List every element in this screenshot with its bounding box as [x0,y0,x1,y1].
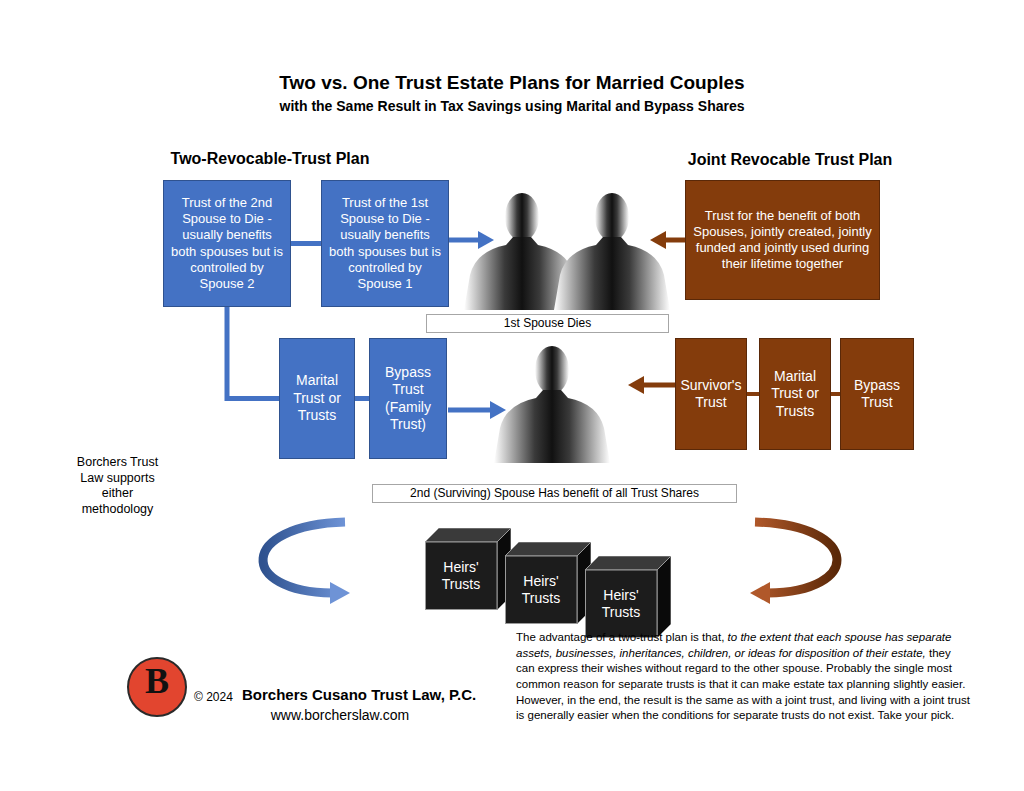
node-text: Heirs' Trusts [505,573,577,608]
logo-letter: B [137,662,177,702]
heirs-cube: Heirs' Trusts [425,528,511,610]
trust-box: Trust of the 2nd Spouse to Die - usually… [163,180,291,307]
node-text: Marital Trust or Trusts [286,372,348,425]
trust-box: Trust of the 1st Spouse to Die - usually… [321,180,449,307]
node-text: Bypass Trust [848,377,906,412]
text-wrap: Trust for the benefit of both Spouses, j… [693,208,872,273]
cube-face: Heirs' Trusts [505,556,577,624]
text-wrap: Heirs' Trusts [585,587,657,622]
cube-face: Heirs' Trusts [585,570,657,638]
stage-band: 1st Spouse Dies [426,314,669,333]
text-wrap: 2nd (Surviving) Spouse Has benefit of al… [410,486,699,501]
trust-box: Bypass Trust [840,338,914,450]
connector [355,396,369,401]
text-label: Two-Revocable-Trust Plan [150,149,390,169]
connector [831,392,840,396]
connector [747,392,759,396]
trust-box: Trust for the benefit of both Spouses, j… [685,180,880,300]
text-wrap: Trust of the 2nd Spouse to Die - usually… [170,195,284,293]
node-text: Marital Trust or Trusts [767,368,823,421]
node-text: Heirs' Trusts [425,559,497,594]
node-text: Heirs' Trusts [585,587,657,622]
trust-box: Marital Trust or Trusts [759,338,831,450]
connector [291,241,321,246]
stage-band: 2nd (Surviving) Spouse Has benefit of al… [372,484,737,503]
text-label: © 2024 [194,690,244,705]
text-label: Joint Revocable Trust Plan [660,150,920,170]
trust-box: Survivor's Trust [675,338,747,450]
text-wrap: Survivor's Trust [680,377,741,412]
text-wrap: Marital Trust or Trusts [286,372,348,425]
diagram-title: Two vs. One Trust Estate Plans for Marri… [0,72,1024,94]
explanation-paragraph: The advantage of a two-trust plan is tha… [516,630,972,724]
heirs-cube: Heirs' Trusts [585,556,671,638]
node-text: Trust for the benefit of both Spouses, j… [693,208,872,273]
text-label: Borchers Cusano Trust Law, P.C. [242,686,502,705]
heirs-cube: Heirs' Trusts [505,542,591,624]
text-label: www.borcherslaw.com [240,707,440,725]
text-wrap: Bypass Trust (Family Trust) [376,364,440,434]
paragraph-text: The advantage of a two-trust plan is tha… [516,631,724,643]
text-wrap: Heirs' Trusts [425,559,497,594]
trust-box: Bypass Trust (Family Trust) [369,338,447,459]
connector [227,307,279,399]
text-wrap: Bypass Trust [848,377,906,412]
text-wrap: Trust of the 1st Spouse to Die - usually… [328,195,442,293]
text-label: Borchers Trust Law supports either metho… [70,455,165,518]
node-text: Trust of the 2nd Spouse to Die - usually… [170,195,284,293]
cube-face: Heirs' Trusts [425,542,497,610]
node-text: Trust of the 1st Spouse to Die - usually… [328,195,442,293]
node-text: 1st Spouse Dies [504,316,591,331]
text-wrap: Heirs' Trusts [505,573,577,608]
text-wrap: 1st Spouse Dies [504,316,591,331]
trust-box: Marital Trust or Trusts [279,338,355,459]
text-wrap: Marital Trust or Trusts [767,368,823,421]
node-text: Survivor's Trust [680,377,741,412]
text-label: with the Same Result in Tax Savings usin… [0,98,1024,116]
node-text: 2nd (Surviving) Spouse Has benefit of al… [410,486,699,501]
node-text: Bypass Trust (Family Trust) [376,364,440,434]
